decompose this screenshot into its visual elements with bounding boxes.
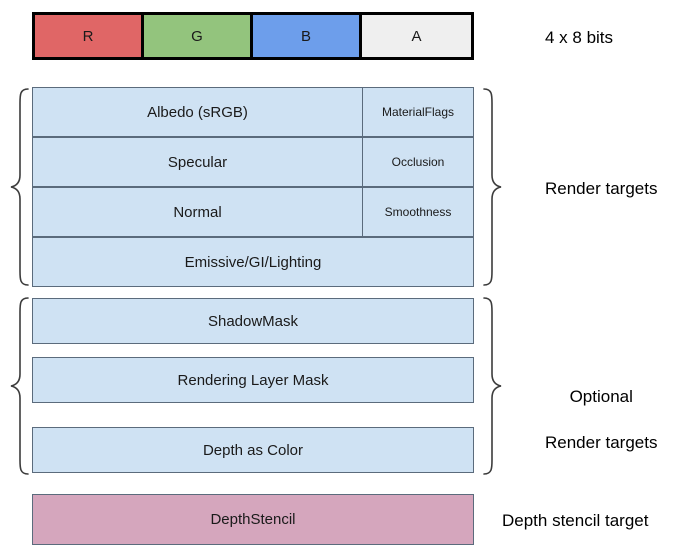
channel-cell-b: B (253, 15, 362, 57)
optional-render-target-box: Rendering Layer Mask (32, 357, 474, 403)
optional-render-targets-brace-right (482, 296, 504, 476)
render-targets-table: Albedo (sRGB) MaterialFlags Specular Occ… (32, 87, 474, 287)
render-target-alpha-label: MaterialFlags (381, 105, 455, 119)
channel-label-g: G (191, 27, 203, 45)
render-target-main-cell: Emissive/GI/Lighting (32, 237, 474, 287)
render-target-alpha-cell: MaterialFlags (362, 87, 474, 137)
render-target-row: Normal Smoothness (32, 187, 474, 237)
optional-render-targets-group-label-line2: Render targets (545, 433, 658, 452)
render-target-main-cell: Albedo (sRGB) (32, 87, 363, 137)
optional-render-target-label: Depth as Color (202, 441, 304, 459)
render-target-main-label: Specular (167, 153, 228, 171)
render-targets-group-label: Render targets (545, 179, 658, 198)
render-target-alpha-cell: Occlusion (362, 137, 474, 187)
channel-bar-annotation: 4 x 8 bits (545, 28, 614, 47)
render-target-main-cell: Normal (32, 187, 363, 237)
optional-render-targets-group-label: Optional Render targets (545, 362, 657, 477)
render-targets-brace-right (482, 87, 504, 287)
render-targets-brace-left (8, 87, 30, 287)
render-target-row: Specular Occlusion (32, 137, 474, 187)
render-target-main-label: Normal (173, 203, 222, 221)
depth-stencil-label: DepthStencil (210, 511, 296, 528)
depth-stencil-box: DepthStencil (32, 494, 474, 545)
optional-render-target-label: Rendering Layer Mask (177, 371, 329, 389)
channel-bar: R G B A (32, 12, 474, 60)
optional-render-targets-brace-left (8, 296, 30, 476)
optional-render-targets-group-label-line1: Optional (569, 387, 633, 406)
render-target-row: Albedo (sRGB) MaterialFlags (32, 87, 474, 137)
optional-render-target-box: ShadowMask (32, 298, 474, 344)
render-target-alpha-cell: Smoothness (362, 187, 474, 237)
channel-label-b: B (300, 27, 311, 45)
optional-render-target-label: ShadowMask (207, 312, 299, 330)
depth-stencil-group-label: Depth stencil target (502, 511, 649, 530)
render-target-main-label: Emissive/GI/Lighting (184, 253, 322, 271)
channel-cell-a: A (362, 15, 471, 57)
channel-label-r: R (82, 27, 94, 45)
channel-cell-g: G (144, 15, 253, 57)
render-target-row: Emissive/GI/Lighting (32, 237, 474, 287)
channel-label-a: A (411, 27, 422, 45)
render-target-alpha-label: Smoothness (384, 205, 452, 219)
render-target-alpha-label: Occlusion (391, 155, 445, 169)
optional-render-target-box: Depth as Color (32, 427, 474, 473)
render-target-main-label: Albedo (sRGB) (147, 103, 248, 121)
channel-cell-r: R (35, 15, 144, 57)
render-target-main-cell: Specular (32, 137, 363, 187)
